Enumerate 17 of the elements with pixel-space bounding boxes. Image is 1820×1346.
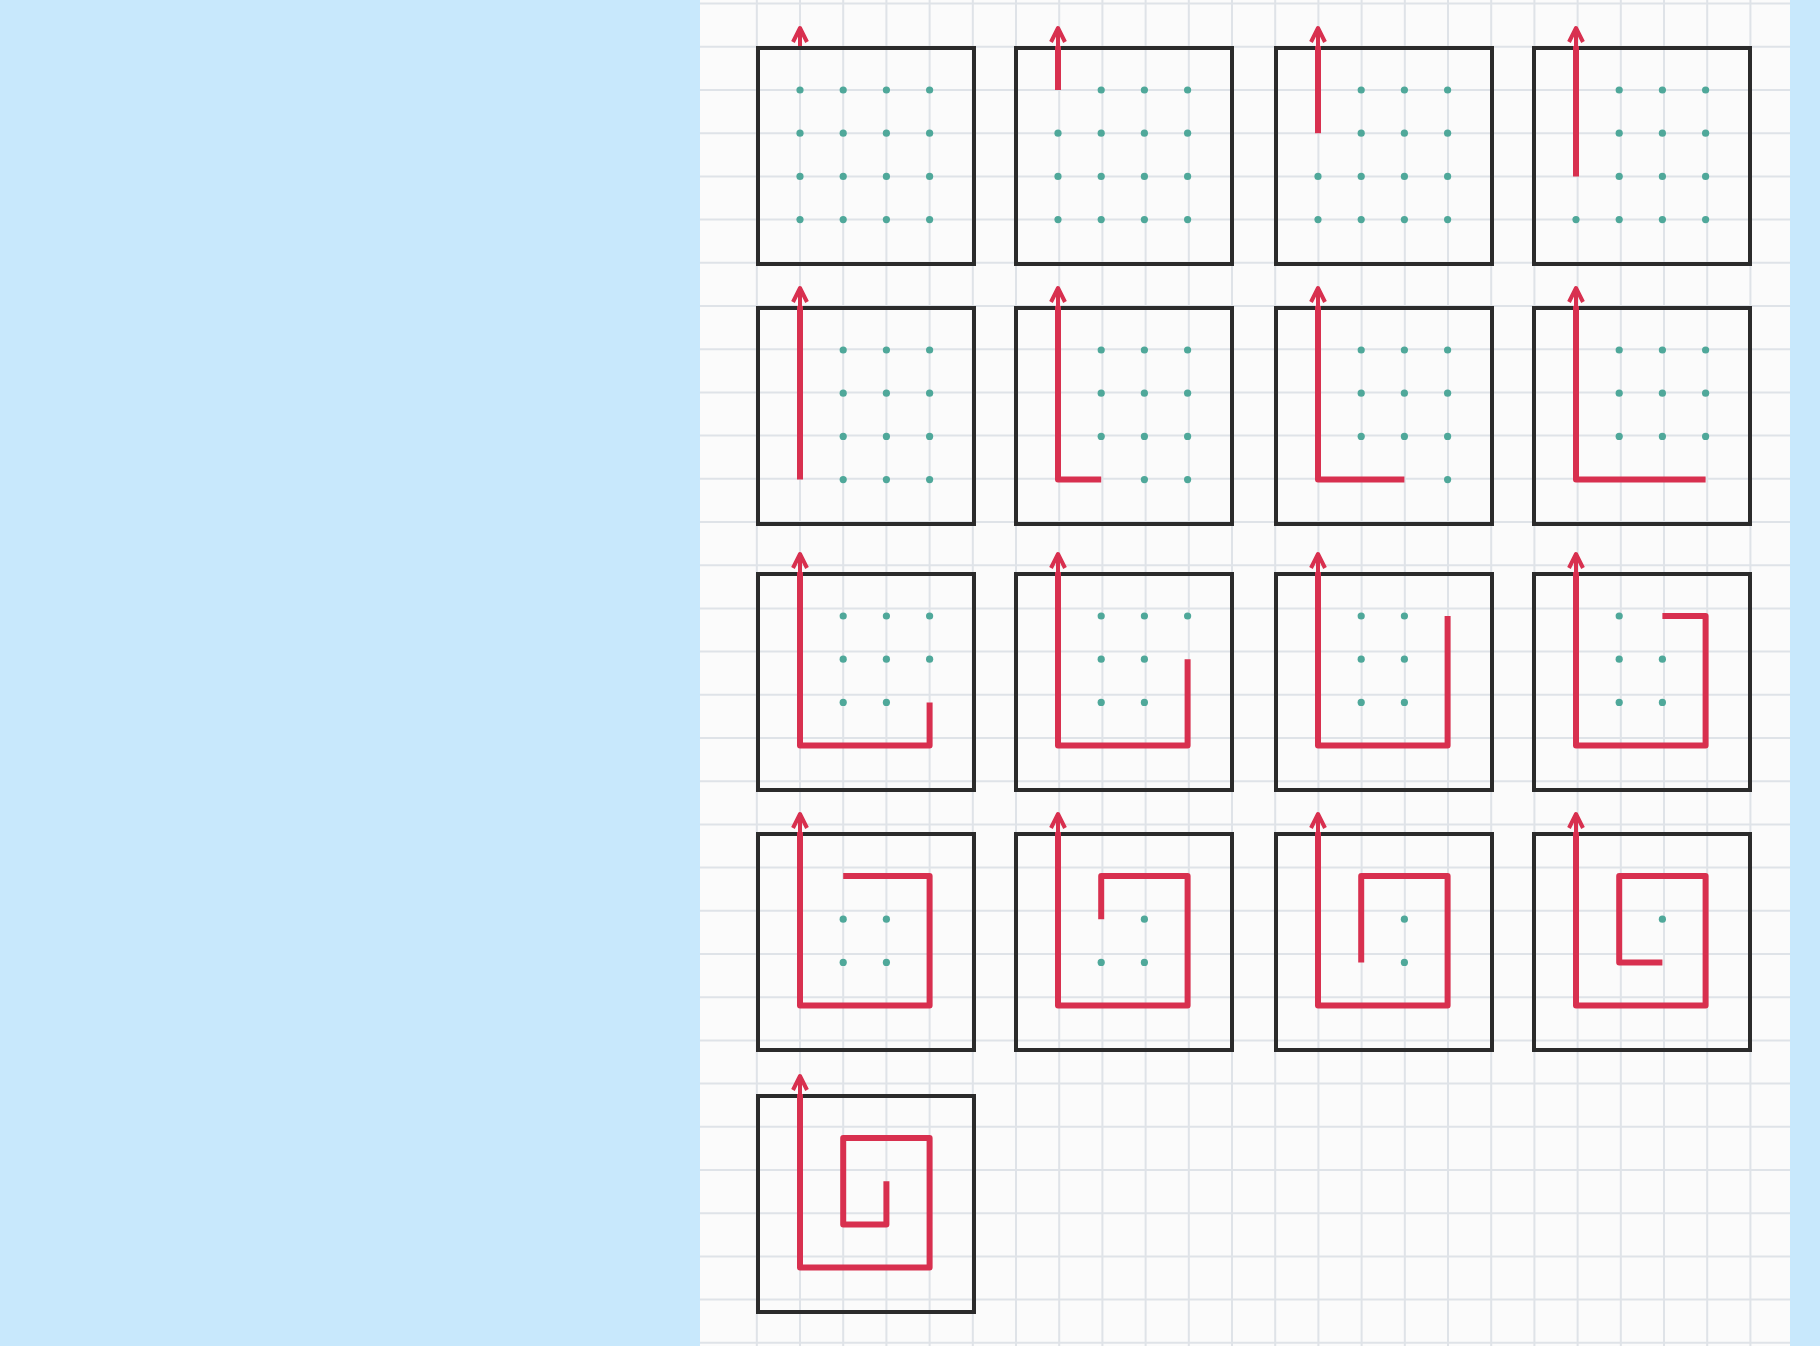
grid-box xyxy=(1014,46,1234,266)
grid-box xyxy=(1532,832,1752,1052)
grid-box xyxy=(1532,306,1752,526)
grid-box xyxy=(1274,46,1494,266)
grid-box xyxy=(1014,572,1234,792)
grid-box xyxy=(1274,306,1494,526)
grid-box xyxy=(1014,306,1234,526)
grid-box xyxy=(1274,572,1494,792)
grid-box xyxy=(756,572,976,792)
grid-box xyxy=(1532,46,1752,266)
grid-box xyxy=(1014,832,1234,1052)
grid-box xyxy=(756,1094,976,1314)
grid-box xyxy=(1274,832,1494,1052)
grid-box xyxy=(1532,572,1752,792)
grid-box xyxy=(756,832,976,1052)
grid-box xyxy=(756,306,976,526)
grid-box xyxy=(756,46,976,266)
